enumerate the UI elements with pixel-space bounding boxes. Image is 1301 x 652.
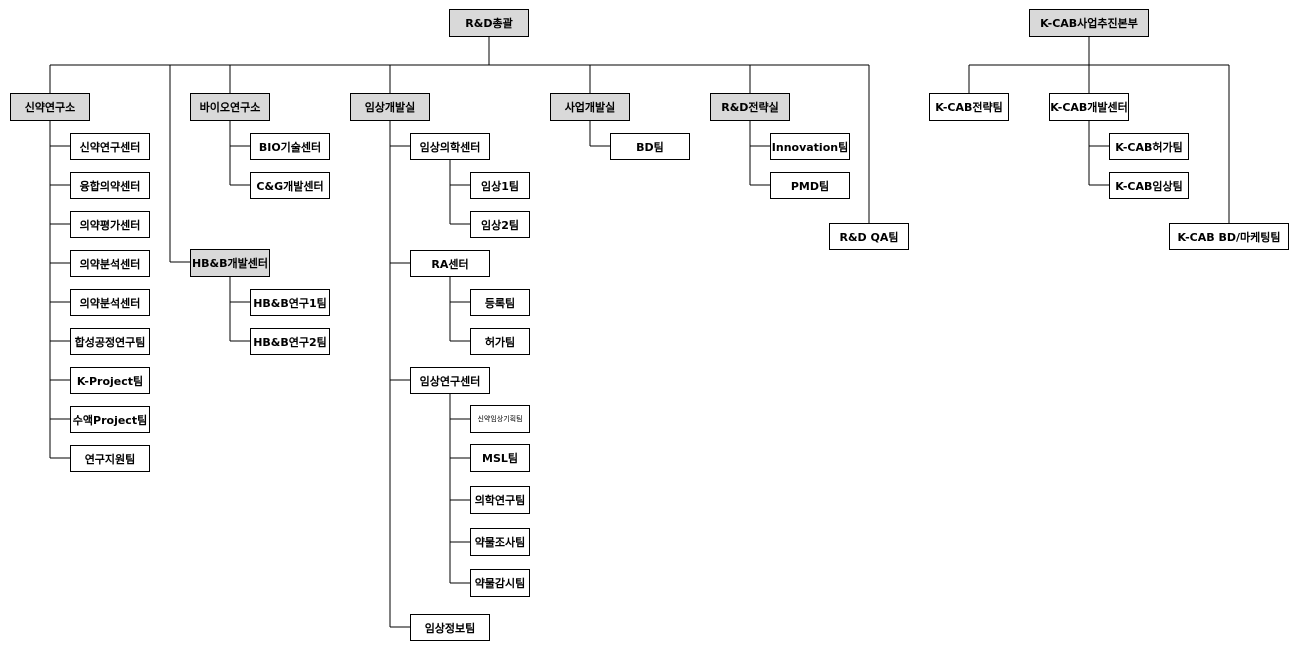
node-clinical-dev-office: 임상개발실 [350, 93, 430, 121]
node-team: BIO기술센터 [250, 133, 330, 160]
node-team: HB&B연구1팀 [250, 289, 330, 316]
node-center: 임상연구센터 [410, 367, 490, 394]
node-team: K-Project팀 [70, 367, 150, 394]
node-team: 의약평가센터 [70, 211, 150, 238]
node-team: 허가팀 [470, 328, 530, 355]
node-center: 임상의학센터 [410, 133, 490, 160]
node-team: K-CAB임상팀 [1109, 172, 1189, 199]
node-kcab-dev-center: K-CAB개발센터 [1049, 93, 1129, 121]
node-kcab-strategy-team: K-CAB전략팀 [929, 93, 1009, 121]
node-team: 연구지원팀 [70, 445, 150, 472]
node-team: 의약분석센터 [70, 250, 150, 277]
node-team: 신약임상기획팀 [470, 405, 530, 433]
node-rnd-head: R&D총괄 [449, 9, 529, 37]
node-team: K-CAB허가팀 [1109, 133, 1189, 160]
node-team: PMD팀 [770, 172, 850, 199]
node-hbb-dev-center: HB&B개발센터 [190, 249, 270, 277]
node-team: MSL팀 [470, 444, 530, 472]
node-rnd-strategy-office: R&D전략실 [710, 93, 790, 121]
node-kcab-head: K-CAB사업추진본부 [1029, 9, 1149, 37]
node-biz-dev-office: 사업개발실 [550, 93, 630, 121]
node-team: 임상정보팀 [410, 614, 490, 641]
node-team: 임상2팀 [470, 211, 530, 238]
node-team: 신약연구센터 [70, 133, 150, 160]
node-rnd-qa-team: R&D QA팀 [829, 223, 909, 250]
node-team: 의약분석센터 [70, 289, 150, 316]
node-team: 약물조사팀 [470, 528, 530, 556]
node-bio-institute: 바이오연구소 [190, 93, 270, 121]
node-team: 약물감시팀 [470, 569, 530, 597]
node-team: 의학연구팀 [470, 486, 530, 514]
node-team: 융합의약센터 [70, 172, 150, 199]
node-new-drug-institute: 신약연구소 [10, 93, 90, 121]
node-team: Innovation팀 [770, 133, 850, 160]
node-team: 합성공정연구팀 [70, 328, 150, 355]
node-team: 등록팀 [470, 289, 530, 316]
node-team: 임상1팀 [470, 172, 530, 199]
node-team: BD팀 [610, 133, 690, 160]
node-center: RA센터 [410, 250, 490, 277]
node-team: HB&B연구2팀 [250, 328, 330, 355]
node-team: C&G개발센터 [250, 172, 330, 199]
node-team: 수액Project팀 [70, 406, 150, 433]
node-kcab-bd-marketing-team: K-CAB BD/마케팅팀 [1169, 223, 1289, 250]
